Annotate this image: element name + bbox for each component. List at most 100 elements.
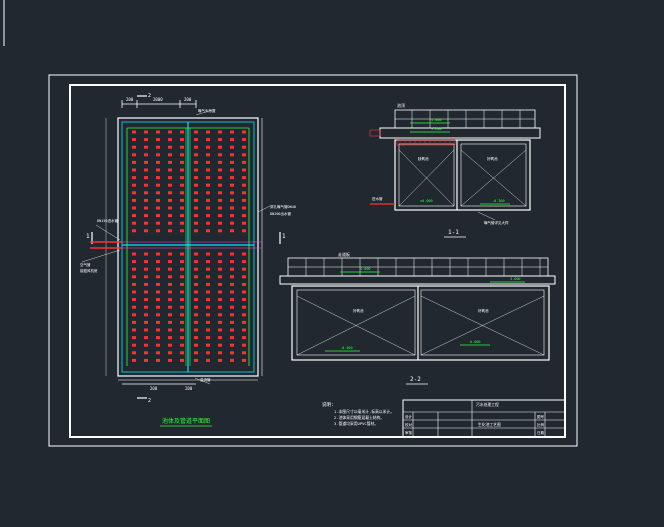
diffuser-head [230, 183, 234, 187]
annotation-air: 空气管 [80, 262, 91, 267]
diffuser-head [168, 160, 172, 164]
diffuser-head [168, 145, 172, 149]
diffuser-head [156, 275, 160, 279]
diffuser-head [168, 214, 172, 218]
diffuser-head [168, 168, 172, 172]
section1-level-3: -0.300 [492, 199, 505, 203]
diffuser-head [242, 282, 246, 286]
annotation-overflow: 溢流管 [200, 377, 211, 382]
diffuser-head [194, 130, 198, 134]
title-drawing-name: 生化池工艺图 [478, 422, 501, 427]
diffuser-head [168, 191, 172, 195]
diffuser-head [156, 336, 160, 340]
diffuser-head [132, 267, 136, 271]
diffuser-head [144, 168, 148, 172]
diffuser-head [206, 358, 210, 362]
diffuser-head [144, 183, 148, 187]
diffuser-head [242, 145, 246, 149]
diffuser-head [230, 336, 234, 340]
diffuser-head [132, 343, 136, 347]
diffuser-head [218, 160, 222, 164]
diffuser-head [144, 358, 148, 362]
top-dim-1: 200 [126, 97, 134, 102]
diffuser-head [180, 206, 184, 210]
diffuser-head [230, 130, 234, 134]
diffuser-head [218, 290, 222, 294]
diffuser-head [218, 138, 222, 142]
plan-view: 200 2000 200 2 200 200 2 1 [80, 93, 296, 427]
section1-top-label: 池顶 [397, 102, 405, 108]
diffuser-head [180, 328, 184, 332]
diffuser-head [218, 260, 222, 264]
diffuser-head [230, 358, 234, 362]
diffuser-head [180, 160, 184, 164]
diffuser-head [156, 198, 160, 202]
diffuser-head [156, 252, 160, 256]
section-1-1: 池顶 4.000 3.600 -0.300 ±0.000 缺氧池 [369, 102, 541, 238]
diffuser-head [168, 275, 172, 279]
diffuser-head [144, 267, 148, 271]
diffuser-head [242, 153, 246, 157]
diffuser-head [168, 176, 172, 180]
diffuser-head [194, 282, 198, 286]
diffuser-head [242, 176, 246, 180]
diffuser-head [144, 191, 148, 195]
diffuser-head [156, 358, 160, 362]
diffuser-head [168, 336, 172, 340]
diffuser-head [206, 221, 210, 225]
diffuser-head [230, 305, 234, 309]
diffuser-head [206, 328, 210, 332]
diffuser-head [242, 206, 246, 210]
diffuser-head [168, 206, 172, 210]
diffuser-head [132, 252, 136, 256]
diffuser-head [230, 191, 234, 195]
diffuser-head [242, 214, 246, 218]
diffuser-head [206, 313, 210, 317]
title-row-1: 设计 [405, 414, 413, 419]
diffuser-head [194, 267, 198, 271]
diffuser-head [230, 221, 234, 225]
diffuser-head [242, 252, 246, 256]
diffuser-head [242, 130, 246, 134]
diffuser-head [218, 267, 222, 271]
diffuser-head [242, 358, 246, 362]
diffuser-head [156, 206, 160, 210]
diffuser-head [144, 130, 148, 134]
top-dim-3: 200 [184, 97, 192, 102]
title-project: 污水处理工程 [476, 402, 499, 407]
diffuser-head [132, 313, 136, 317]
diffuser-head [180, 229, 184, 233]
diffuser-head [230, 260, 234, 264]
diffuser-head [180, 183, 184, 187]
diffuser-head [242, 320, 246, 324]
diffuser-head [180, 198, 184, 202]
diffuser-head [144, 229, 148, 233]
diffuser-head [206, 305, 210, 309]
diffuser-head [144, 305, 148, 309]
diffuser-head [230, 168, 234, 172]
annotation-inlet: DN150进水管 [97, 218, 119, 223]
diffuser-head [156, 183, 160, 187]
diffuser-head [206, 275, 210, 279]
diffuser-head [218, 221, 222, 225]
diffuser-head [156, 290, 160, 294]
diffuser-head [206, 252, 210, 256]
diffuser-head [168, 305, 172, 309]
diffuser-head [144, 336, 148, 340]
diffuser-head [230, 328, 234, 332]
diffuser-head [194, 343, 198, 347]
diffuser-head [168, 320, 172, 324]
diffuser-head [156, 229, 160, 233]
diffuser-head [180, 275, 184, 279]
section1-note: 曝气管详见大样 [484, 220, 509, 225]
tank-outline [117, 117, 259, 377]
diffuser-head [218, 351, 222, 355]
diffuser-head [242, 183, 246, 187]
diffuser-head [168, 221, 172, 225]
diffuser-head [230, 275, 234, 279]
diffuser-head [218, 206, 222, 210]
title-right-2: 比例 [537, 422, 545, 427]
diffuser-head [144, 275, 148, 279]
section1-inlet-label: 进水管 [372, 196, 383, 201]
